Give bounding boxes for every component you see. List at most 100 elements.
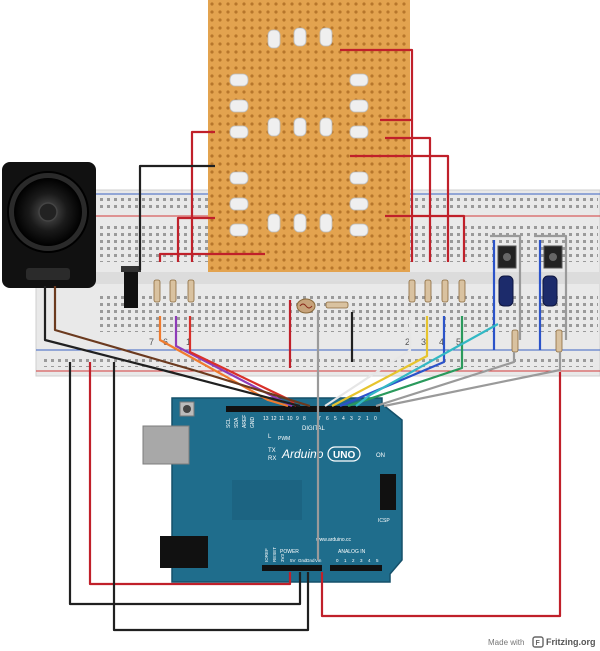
- pin-label: SDA: [234, 417, 240, 428]
- wire: [331, 316, 429, 407]
- pin-label: 3: [360, 558, 363, 563]
- icsp-header: [380, 474, 396, 510]
- tx-label: TX: [268, 448, 276, 454]
- pin-label: GND: [250, 417, 256, 429]
- led: [349, 197, 369, 211]
- led: [349, 223, 369, 237]
- wires: [43, 48, 568, 632]
- fritzing-logo-glyph: F: [536, 640, 541, 647]
- rx-label: RX: [268, 456, 276, 462]
- l-label: L: [268, 434, 272, 440]
- wire: [347, 316, 464, 408]
- resistor: [424, 279, 432, 303]
- resistor: [555, 329, 563, 353]
- wire: [88, 362, 292, 586]
- pin-label: 10: [287, 416, 293, 422]
- power-jack: [160, 536, 208, 568]
- pin-label: RESET: [272, 547, 277, 562]
- pin-label: 1: [344, 558, 347, 563]
- wire: [43, 286, 301, 408]
- pin-label: AREF: [242, 415, 248, 428]
- capacitor: [542, 275, 558, 307]
- pin-label: 13: [263, 416, 269, 422]
- wire: [176, 216, 215, 262]
- led: [319, 27, 333, 47]
- led: [349, 99, 369, 113]
- analog-label: ANALOG IN: [338, 549, 366, 555]
- power-header: [262, 565, 322, 571]
- pin-label: IOREF: [264, 548, 269, 562]
- website-label: www.arduino.cc: [316, 537, 352, 543]
- led: [293, 213, 307, 233]
- led: [229, 99, 249, 113]
- resistor: [441, 279, 449, 303]
- wire: [138, 164, 215, 270]
- column-number: 4: [439, 337, 444, 347]
- led: [349, 125, 369, 139]
- column-number: 1: [186, 337, 191, 347]
- led-array: [229, 27, 369, 237]
- capacitor: [498, 275, 514, 307]
- digital-pin-labels: SCL SDA AREF GND 13 12 11 10 9 8 7 6 5 4…: [226, 415, 377, 428]
- uno-badge: [327, 446, 361, 462]
- power-pin-labels: IOREF RESET 3V3 5V Gnd Gnd Vin 0 1 2 3 4…: [264, 547, 379, 563]
- resistor: [408, 279, 416, 303]
- made-with-label: Made with: [488, 638, 524, 647]
- wire: [324, 316, 412, 407]
- pin-label: Gnd: [298, 558, 307, 563]
- wire: [320, 372, 562, 618]
- arduino-model: UNO: [333, 450, 355, 461]
- photoresistor: [296, 298, 316, 314]
- led: [229, 125, 249, 139]
- led: [229, 73, 249, 87]
- pin-label: 5: [334, 416, 337, 422]
- pin-label: 9: [296, 416, 299, 422]
- wire: [53, 286, 311, 408]
- pin-label: 4: [342, 416, 345, 422]
- wire: [534, 234, 568, 340]
- pin-label: 0: [374, 416, 377, 422]
- wire: [158, 316, 289, 408]
- column-number: 3: [421, 337, 426, 347]
- fritzing-brand: Fritzing.org: [546, 637, 596, 647]
- led: [267, 117, 281, 137]
- resistor: [169, 279, 177, 303]
- pin-label: 6: [326, 416, 329, 422]
- pin-label: 1: [366, 416, 369, 422]
- led: [319, 117, 333, 137]
- fritzing-logo: [532, 636, 544, 648]
- pin-label: 3V3: [280, 553, 285, 562]
- pin-label: 5V: [290, 558, 296, 563]
- pin-label: 7: [318, 416, 321, 422]
- pin-label: 4: [368, 558, 371, 563]
- column-number: 7: [149, 337, 154, 347]
- wire: [383, 352, 562, 408]
- led: [229, 223, 249, 237]
- arduino-brand: Arduino: [281, 447, 324, 461]
- wire: [375, 352, 516, 408]
- arduino-board: [142, 397, 403, 583]
- pin-label: 5: [376, 558, 379, 563]
- resistor: [187, 279, 195, 303]
- resistor: [458, 279, 466, 303]
- wire: [350, 154, 450, 262]
- resistor: [511, 329, 519, 353]
- potentiometer: [121, 266, 141, 308]
- led: [349, 73, 369, 87]
- speaker: [2, 162, 96, 288]
- wire: [340, 48, 414, 262]
- pin-label: 0: [336, 558, 339, 563]
- pin-label: SCL: [226, 418, 232, 428]
- column-number: 5: [456, 337, 461, 347]
- pin-label: Vin: [315, 558, 322, 563]
- wire: [68, 362, 302, 606]
- pin-label: 2: [352, 558, 355, 563]
- led: [349, 171, 369, 185]
- fritzing-credit: Made with F Fritzing.org: [488, 636, 596, 648]
- on-label: ON: [376, 453, 385, 459]
- capacitors: [498, 275, 558, 307]
- led: [267, 213, 281, 233]
- resistor: [325, 301, 349, 309]
- pin-label: 3: [350, 416, 353, 422]
- resistors: [153, 279, 563, 353]
